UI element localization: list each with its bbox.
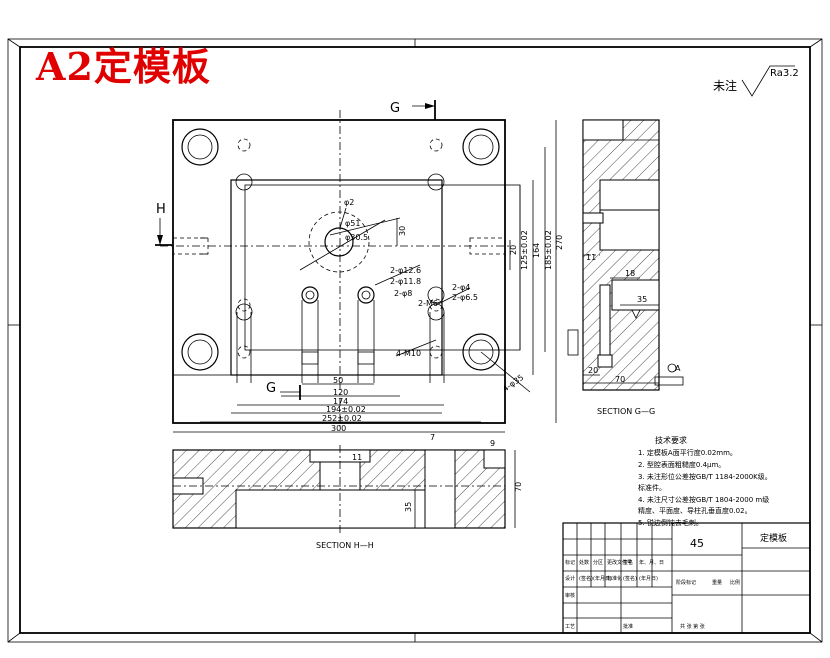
note-2phi: 2-φ6.5 <box>452 293 478 302</box>
svg-text:批准: 批准 <box>623 623 633 630</box>
datum-a: A <box>675 364 681 373</box>
dim-270: 270 <box>555 235 564 250</box>
guide-hole-br <box>462 333 500 371</box>
tech-heading: 技术要求 <box>655 435 687 445</box>
svg-text:设计: 设计 <box>565 575 575 582</box>
section-g-top: G <box>390 101 400 116</box>
dim-20: 20 <box>509 245 518 255</box>
guide-hole-bl <box>181 333 219 371</box>
guide-hole-tl <box>181 128 219 166</box>
note-phi2: φ2 <box>344 198 354 207</box>
side-dim-70: 70 <box>615 375 625 384</box>
dim-164: 164 <box>532 243 541 258</box>
svg-text:标准化: 标准化 <box>607 575 622 582</box>
section-h-left: H <box>156 202 166 217</box>
svg-text:(签名): (签名) <box>579 575 593 582</box>
side-dim-35: 35 <box>637 295 647 304</box>
tech-item-3: 3. 未注形位公差按GB/T 1184-2000K级。 <box>638 472 772 481</box>
dim-194: 194±0.02 <box>326 405 366 414</box>
svg-text:签名: 签名 <box>623 559 633 566</box>
svg-text:标记: 标记 <box>565 559 575 566</box>
dim-125: 125±0.02 <box>520 230 529 270</box>
note-2m6: 2-M6 <box>418 299 438 308</box>
dim-120: 120 <box>333 388 348 397</box>
svg-text:(年月日): (年月日) <box>639 575 658 582</box>
surface-note: 未注 <box>713 78 737 93</box>
dim-30: 30 <box>398 226 407 236</box>
tech-item-2: 2. 型腔表面粗糙度0.4μm。 <box>638 460 725 469</box>
note-phi51: φ51 <box>345 219 360 228</box>
sprue-inner <box>324 227 354 257</box>
dim-185: 185±0.02 <box>544 230 553 270</box>
section-gg-view: 70 20 18 35 11 A SECTION G—G <box>567 119 684 416</box>
side-dim-20: 20 <box>588 366 598 375</box>
section-g-bottom: G <box>266 381 276 396</box>
outer-frame <box>7 38 823 643</box>
svg-text:比例: 比例 <box>730 579 740 586</box>
title-block: 45 定模板 标记 处数 分区 更改文件号 签名 年、月、日 设计 (签名) (… <box>562 522 811 634</box>
tech-item-4: 4. 未注尺寸公差按GB/T 1804-2000 m级 <box>638 495 769 504</box>
side-dim-11: 11 <box>586 253 596 262</box>
section-g-markers: G G H <box>155 100 436 400</box>
roughness-symbol: 未注 Ra3.2 <box>713 65 799 97</box>
svg-text:共 张 第 张: 共 张 第 张 <box>680 623 705 630</box>
note-4m10: 4-M10 <box>396 349 421 358</box>
note-phi30: φ30.5 <box>345 233 368 242</box>
hh-dim-11: 11 <box>352 453 362 462</box>
svg-text:处数: 处数 <box>579 559 589 566</box>
hh-dim-70: 70 <box>514 482 523 492</box>
svg-text:(年月日): (年月日) <box>593 575 612 582</box>
svg-text:重量: 重量 <box>712 579 722 586</box>
hh-dim-35: 35 <box>404 502 413 512</box>
drawing-title: A2定模板 <box>36 44 211 89</box>
svg-text:工艺: 工艺 <box>565 624 575 630</box>
svg-text:审核: 审核 <box>565 592 575 599</box>
hh-dim-7: 7 <box>430 433 435 442</box>
svg-text:(签名): (签名) <box>623 575 637 582</box>
svg-text:更改文件号: 更改文件号 <box>607 559 632 566</box>
tech-item-4b: 精度、平面度、导柱孔垂直度0.02。 <box>638 506 752 515</box>
plan-dimensions-bottom: 50 120 174 194±0.02 252±0.02 300 <box>173 376 505 433</box>
plan-dimensions-right: 270 185±0.02 164 125±0.02 20 30 <box>396 120 564 423</box>
tech-notes: 技术要求 1. 定模板A面平行度0.02mm。 2. 型腔表面粗糙度0.4μm。… <box>638 435 772 527</box>
dim-300: 300 <box>331 424 346 433</box>
svg-text:分区: 分区 <box>593 559 603 566</box>
part-name: 定模板 <box>760 532 787 544</box>
dim-50: 50 <box>333 376 343 385</box>
section-hh-view: 70 35 11 7 9 SECTION H—H <box>172 433 523 550</box>
hh-dim-9: 9 <box>490 439 495 448</box>
cavity-pocket <box>230 179 443 376</box>
dim-174: 174 <box>333 397 348 406</box>
svg-text:年、月、日: 年、月、日 <box>639 559 664 566</box>
material: 45 <box>690 537 704 550</box>
note-2phi11: 2-φ11.8 <box>390 277 421 286</box>
section-gg-label: SECTION G—G <box>597 407 655 416</box>
guide-hole-tr <box>462 128 500 166</box>
dim-252: 252±0.02 <box>322 414 362 423</box>
tech-item-1: 1. 定模板A面平行度0.02mm。 <box>638 448 737 457</box>
tech-item-3b: 标准件。 <box>638 483 666 492</box>
side-dim-18: 18 <box>625 269 635 278</box>
note-2phi8: 2-φ8 <box>394 289 412 298</box>
note-2phi4: 2-φ4 <box>452 283 470 292</box>
roughness-value: Ra3.2 <box>770 68 799 79</box>
section-hh-label: SECTION H—H <box>316 541 374 550</box>
note-2phi12: 2-φ12.6 <box>390 266 421 275</box>
sprue-outer <box>308 211 370 273</box>
svg-text:阶段标记: 阶段标记 <box>676 579 696 586</box>
plan-view <box>160 110 521 430</box>
